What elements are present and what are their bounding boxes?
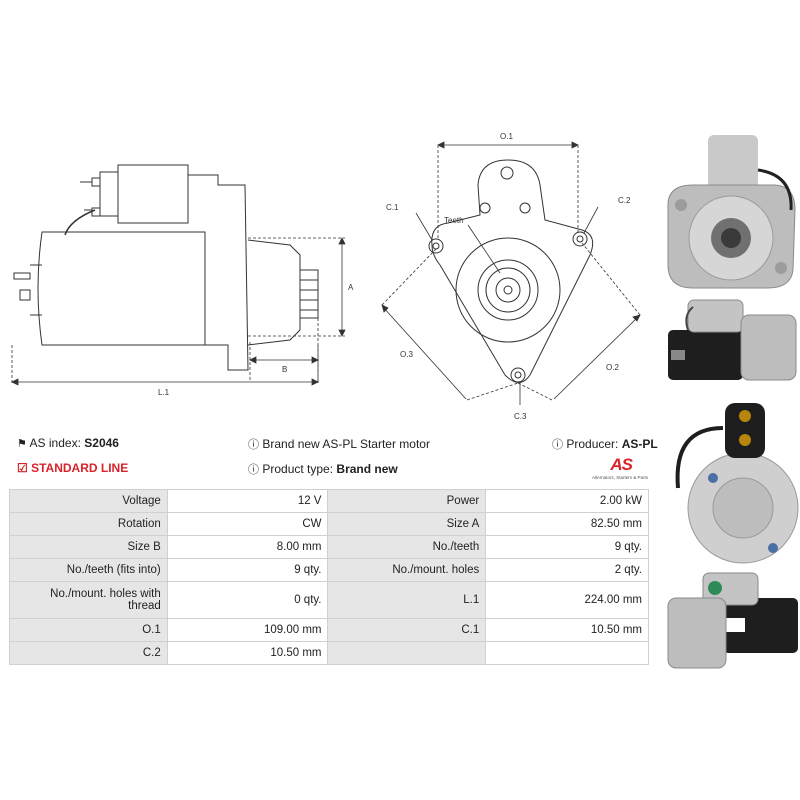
dim-label-l1: L.1 — [158, 388, 170, 397]
spec-value: 109.00 mm — [166, 618, 329, 642]
as-index-value: S2046 — [84, 436, 119, 450]
dim-label-teeth: Teeth — [444, 216, 464, 225]
spec-value: 82.50 mm — [485, 512, 649, 536]
solenoid-body — [117, 164, 189, 224]
product-type: ⓘ Product type: Brand new — [248, 461, 398, 477]
spec-label: Rotation — [9, 512, 168, 536]
pinion — [299, 269, 319, 319]
spec-label: C.1 — [327, 618, 487, 642]
terminal-stud-bottom — [91, 207, 101, 217]
logo-tagline: Alternators, Starters & Parts — [591, 475, 648, 480]
producer-value: AS-PL — [621, 437, 658, 451]
spec-value: 10.50 mm — [166, 641, 329, 665]
tag-icon: ⚑ — [17, 438, 27, 450]
spec-value: 10.50 mm — [485, 618, 649, 642]
side-view-diagram: A B L.1 — [11, 164, 354, 397]
checkbox-icon: ☑ — [17, 461, 28, 475]
as-index: ⚑ AS index: S2046 — [17, 436, 119, 450]
spec-label: Size B — [9, 535, 168, 559]
pinion-teeth — [485, 267, 531, 313]
spec-label: O.1 — [9, 618, 168, 642]
product-type-value: Brand new — [336, 462, 398, 476]
product-photo-side[interactable] — [663, 295, 800, 395]
spec-value: 224.00 mm — [485, 581, 649, 619]
info-icon: ⓘ — [248, 464, 259, 476]
product-description: ⓘ Brand new AS-PL Starter motor — [248, 436, 430, 452]
dim-label-a: A — [348, 283, 354, 292]
dim-label-c3: C.3 — [514, 412, 527, 421]
spec-label: No./teeth — [327, 535, 487, 559]
producer-label: Producer: — [566, 437, 619, 451]
producer: ⓘ Producer: AS-PL — [552, 436, 658, 452]
as-pl-logo: AS Alternators, Starters & Parts — [578, 455, 650, 485]
spec-value: 0 qty. — [166, 581, 329, 619]
product-photo-rear[interactable] — [663, 398, 800, 568]
spec-value: 12 V — [166, 489, 329, 513]
product-type-label: Product type: — [262, 462, 334, 476]
logo-mark: AS — [610, 455, 633, 474]
spec-label: No./mount. holes — [327, 558, 487, 582]
spec-value: 2.00 kW — [485, 489, 649, 513]
mounting-flange — [431, 159, 594, 383]
dim-label-c2: C.2 — [618, 196, 631, 205]
spec-label: Voltage — [9, 489, 168, 513]
info-icon: ⓘ — [248, 439, 259, 451]
spec-value — [485, 641, 649, 665]
line-text: STANDARD LINE — [31, 461, 129, 475]
terminal-stud-top — [91, 177, 101, 187]
description-text: Brand new AS-PL Starter motor — [262, 437, 430, 451]
as-index-label: AS index: — [29, 436, 81, 450]
spec-label: C.2 — [9, 641, 168, 665]
table-row: No./teeth (fits into)9 qty.No./mount. ho… — [9, 558, 649, 582]
dim-label-c1: C.1 — [386, 203, 399, 212]
dim-label-b: B — [282, 365, 287, 374]
solenoid-cap — [99, 171, 119, 217]
housing-ring — [455, 237, 561, 343]
info-icon: ⓘ — [552, 439, 563, 451]
spec-label: No./mount. holes with thread — [9, 581, 168, 619]
spec-value: 2 qty. — [485, 558, 649, 582]
dim-label-o2: O.2 — [606, 363, 619, 372]
front-view-diagram: O.1 O.2 O.3 C.1 C.2 C.3 Teeth — [381, 132, 641, 421]
spec-label: L.1 — [327, 581, 487, 619]
spec-value: 9 qty. — [485, 535, 649, 559]
motor-body — [37, 231, 206, 346]
product-photo-top[interactable] — [663, 568, 800, 678]
spec-label: Power — [327, 489, 487, 513]
spec-label: Size A — [327, 512, 487, 536]
spec-value: CW — [166, 512, 329, 536]
spec-label — [327, 641, 487, 665]
product-photo-front[interactable] — [663, 130, 800, 290]
dim-label-o1: O.1 — [500, 132, 513, 141]
spec-label: No./teeth (fits into) — [9, 558, 168, 582]
spec-value: 9 qty. — [166, 558, 329, 582]
standard-line-badge: ☑ STANDARD LINE — [17, 461, 128, 475]
spec-value: 8.00 mm — [166, 535, 329, 559]
dim-label-o3: O.3 — [400, 350, 413, 359]
